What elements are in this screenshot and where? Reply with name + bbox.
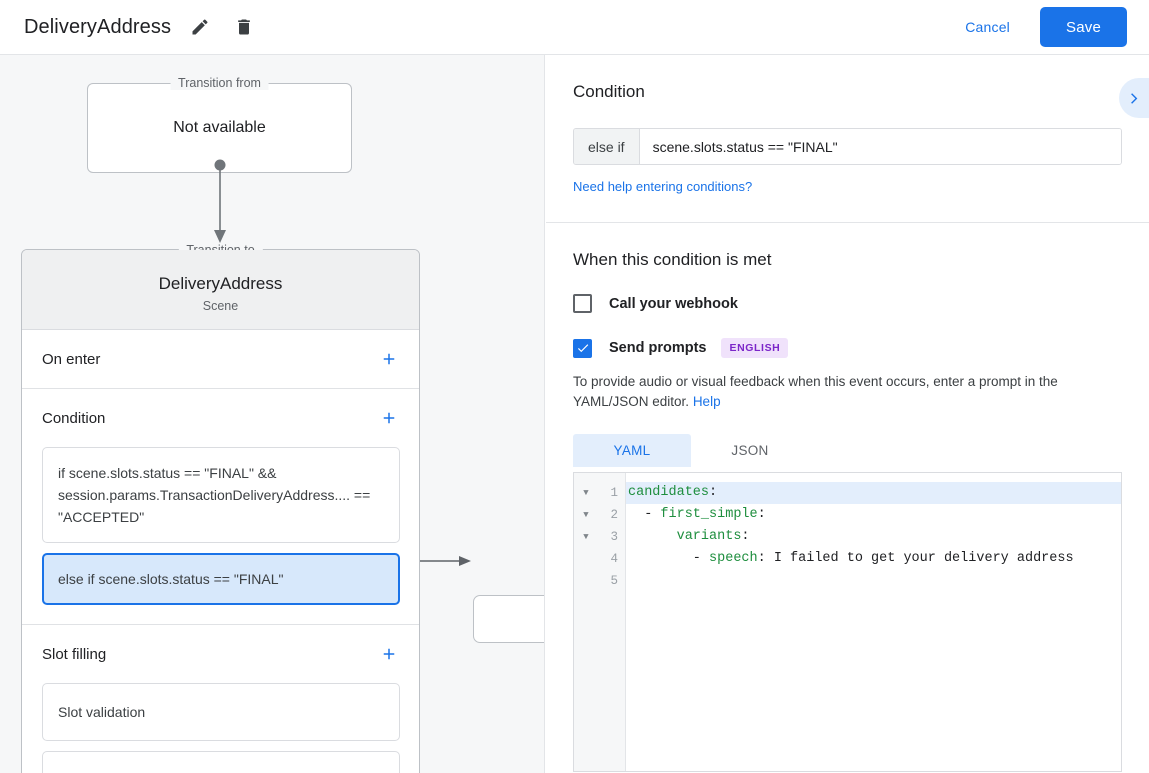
pencil-icon <box>192 19 208 35</box>
section-on-enter: On enter <box>22 330 419 389</box>
plus-icon <box>383 648 395 660</box>
tab-json[interactable]: JSON <box>731 443 769 458</box>
code-token: variants <box>676 529 742 544</box>
editor-code-area[interactable]: candidates: - first_simple: variants: - … <box>626 473 1121 771</box>
top-bar: DeliveryAddress Cancel Save <box>0 0 1149 55</box>
add-condition-button[interactable] <box>378 407 400 429</box>
fold-arrow-icon[interactable]: ▼ <box>583 532 589 542</box>
code-token: first_simple <box>660 507 758 522</box>
panel-condition-heading: Condition <box>573 82 645 101</box>
section-on-enter-head: On enter <box>22 330 419 388</box>
slot-validation-item[interactable]: Slot validation <box>42 683 400 741</box>
code-token <box>628 529 677 544</box>
section-slot-filling-head: Slot filling <box>22 625 419 683</box>
transition-from-node[interactable]: Transition from Not available <box>87 76 352 173</box>
add-slot-filling-button[interactable] <box>378 643 400 665</box>
slot-item[interactable]: TransactionDeliveryAddress <box>42 751 400 773</box>
editor-line-number: 2 <box>610 508 618 522</box>
plus-icon <box>383 353 395 365</box>
section-on-enter-title: On enter <box>42 350 101 368</box>
scene-type: Scene <box>202 299 239 313</box>
editor-line-number: 3 <box>610 530 618 544</box>
panel-condition-section: Condition else if Need help entering con… <box>546 55 1149 223</box>
scene-card: Transition to DeliveryAddress Scene On e… <box>21 243 420 773</box>
scene-header[interactable]: DeliveryAddress Scene <box>22 250 419 330</box>
add-on-enter-button[interactable] <box>378 348 400 370</box>
editor-code-line: variants: <box>626 526 1121 548</box>
section-slot-filling: Slot filling Slot validation Transaction… <box>22 625 419 773</box>
call-webhook-label: Call your webhook <box>609 295 738 312</box>
transition-from-value: Not available <box>173 119 266 136</box>
code-token: : <box>741 529 750 544</box>
editor-line-number: 4 <box>610 552 618 566</box>
section-condition-head: Condition <box>22 389 419 447</box>
editor-gutter-line: 5 <box>574 570 625 592</box>
condition-item-selected[interactable]: else if scene.slots.status == "FINAL" <box>42 553 400 605</box>
fold-arrow-icon[interactable]: ▼ <box>583 488 589 498</box>
flow-canvas[interactable]: Transition from Not available Transition… <box>0 55 545 773</box>
when-met-heading: When this condition is met <box>573 250 772 269</box>
send-prompts-checkbox[interactable] <box>573 338 592 358</box>
condition-item[interactable]: if scene.slots.status == "FINAL" && sess… <box>42 447 400 543</box>
delete-button[interactable] <box>229 12 259 42</box>
condition-help-link[interactable]: Need help entering conditions? <box>573 179 753 194</box>
save-button[interactable]: Save <box>1040 7 1127 47</box>
code-token: - <box>628 551 710 566</box>
send-prompts-label: Send prompts <box>609 340 707 356</box>
plus-icon <box>383 412 395 424</box>
editor-gutter-line: 4 <box>574 548 625 570</box>
editor-gutter-line: ▼2 <box>574 504 625 526</box>
tab-yaml[interactable]: YAML <box>573 434 691 467</box>
condition-item-text: if scene.slots.status == "FINAL" && sess… <box>58 465 371 525</box>
edit-name-button[interactable] <box>185 12 215 42</box>
section-condition-body: if scene.slots.status == "FINAL" && sess… <box>22 447 419 624</box>
condition-expression-input[interactable] <box>639 129 1121 164</box>
scene-name: DeliveryAddress <box>158 274 283 293</box>
condition-prefix-label: else if <box>574 129 640 164</box>
slot-validation-text: Slot validation <box>58 704 146 720</box>
editor-line-number: 1 <box>610 486 618 500</box>
page-title: DeliveryAddress <box>24 15 172 38</box>
editor-code-line: - speech: I failed to get your delivery … <box>626 548 1121 570</box>
editor-code-line: candidates: <box>626 482 1121 504</box>
code-token: - <box>628 507 661 522</box>
editor-gutter-line: ▼1 <box>574 482 625 504</box>
section-slot-filling-title: Slot filling <box>42 645 107 663</box>
code-token: candidates <box>628 485 710 500</box>
check-icon <box>577 344 588 353</box>
fold-arrow-icon[interactable]: ▼ <box>583 510 589 520</box>
call-webhook-checkbox[interactable] <box>573 294 592 313</box>
chevron-right-icon <box>1130 92 1137 104</box>
trash-icon <box>238 19 250 35</box>
helper-text: To provide audio or visual feedback when… <box>573 374 1058 409</box>
editor-code-line <box>626 570 1121 592</box>
webhook-row: Call your webhook <box>573 294 1122 313</box>
details-panel: Condition else if Need help entering con… <box>546 55 1149 773</box>
panel-when-met-section: When this condition is met Call your web… <box>546 223 1149 772</box>
code-token: speech <box>709 551 758 566</box>
section-condition: Condition if scene.slots.status == "FINA… <box>22 389 419 625</box>
send-prompts-helper-text: To provide audio or visual feedback when… <box>573 372 1122 412</box>
language-badge: ENGLISH <box>721 338 789 358</box>
editor-line-number: 5 <box>610 574 618 588</box>
helper-help-link[interactable]: Help <box>692 394 721 409</box>
section-condition-title: Condition <box>42 409 106 427</box>
transition-from-legend: Transition from <box>170 76 269 90</box>
downstream-node[interactable] <box>473 595 544 643</box>
cancel-button[interactable]: Cancel <box>953 11 1022 43</box>
code-token: : I failed to get your delivery address <box>757 551 1074 566</box>
expand-panel-button[interactable] <box>1119 78 1149 118</box>
code-token: : <box>709 485 718 500</box>
editor-gutter-line: ▼3 <box>574 526 625 548</box>
condition-item-text: else if scene.slots.status == "FINAL" <box>58 571 284 587</box>
condition-input-row[interactable]: else if <box>573 128 1122 165</box>
send-prompts-row: Send prompts ENGLISH <box>573 338 1122 358</box>
editor-format-tabs: YAML JSON <box>573 434 1122 467</box>
editor-code-line: - first_simple: <box>626 504 1121 526</box>
code-token: : <box>757 507 766 522</box>
section-slot-filling-body: Slot validation TransactionDeliveryAddre… <box>22 683 419 773</box>
